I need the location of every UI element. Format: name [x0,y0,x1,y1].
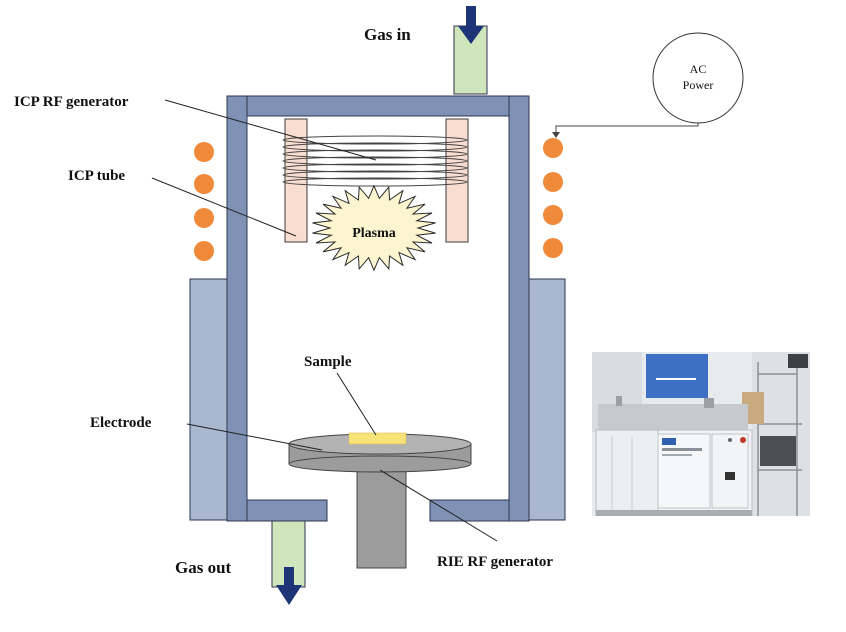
icp-tube-label: ICP tube [68,168,125,184]
leader-lines [151,99,498,542]
leader-icp-rf [164,99,377,161]
icp-rf-generator-label: ICP RF generator [14,94,129,110]
electrode-stem [356,457,407,569]
equipment-photo [592,352,810,516]
gas-out-arrow-icon [276,567,302,605]
electrode-disk-bottom [288,455,472,473]
electrode-label: Electrode [90,415,152,431]
rie-rf-generator-label: RIE RF generator [437,554,553,570]
chamber-left-wall [226,95,248,522]
gas-out-label: Gas out [175,558,232,577]
ac-power-wire-arrowhead [552,132,560,138]
rf-coil-windings [282,135,468,187]
plasma-label: Plasma [352,226,396,241]
chamber-right-wall [508,95,530,522]
ac-power-wire [555,123,699,134]
outer-block-right [526,278,566,521]
chamber-top-wall [226,95,530,117]
chamber-bottom-left [246,499,328,522]
sample-wafer [348,432,407,445]
ac-power-label-line1: AC [690,62,707,76]
chamber-bottom-right [429,499,510,522]
leader-sample [336,372,377,436]
plasma-starburst-icon [312,184,436,272]
leader-electrode [186,423,323,451]
gas-in-label: Gas in [364,25,411,44]
ac-power-label-line2: Power [683,78,714,92]
coil-cross-sections-right [543,138,563,258]
coil-cross-sections-left [194,142,214,261]
sample-label: Sample [304,354,352,370]
gas-in-arrow-icon [458,6,484,44]
leader-rie-rf [379,469,498,542]
leader-icp-tube [151,177,297,237]
